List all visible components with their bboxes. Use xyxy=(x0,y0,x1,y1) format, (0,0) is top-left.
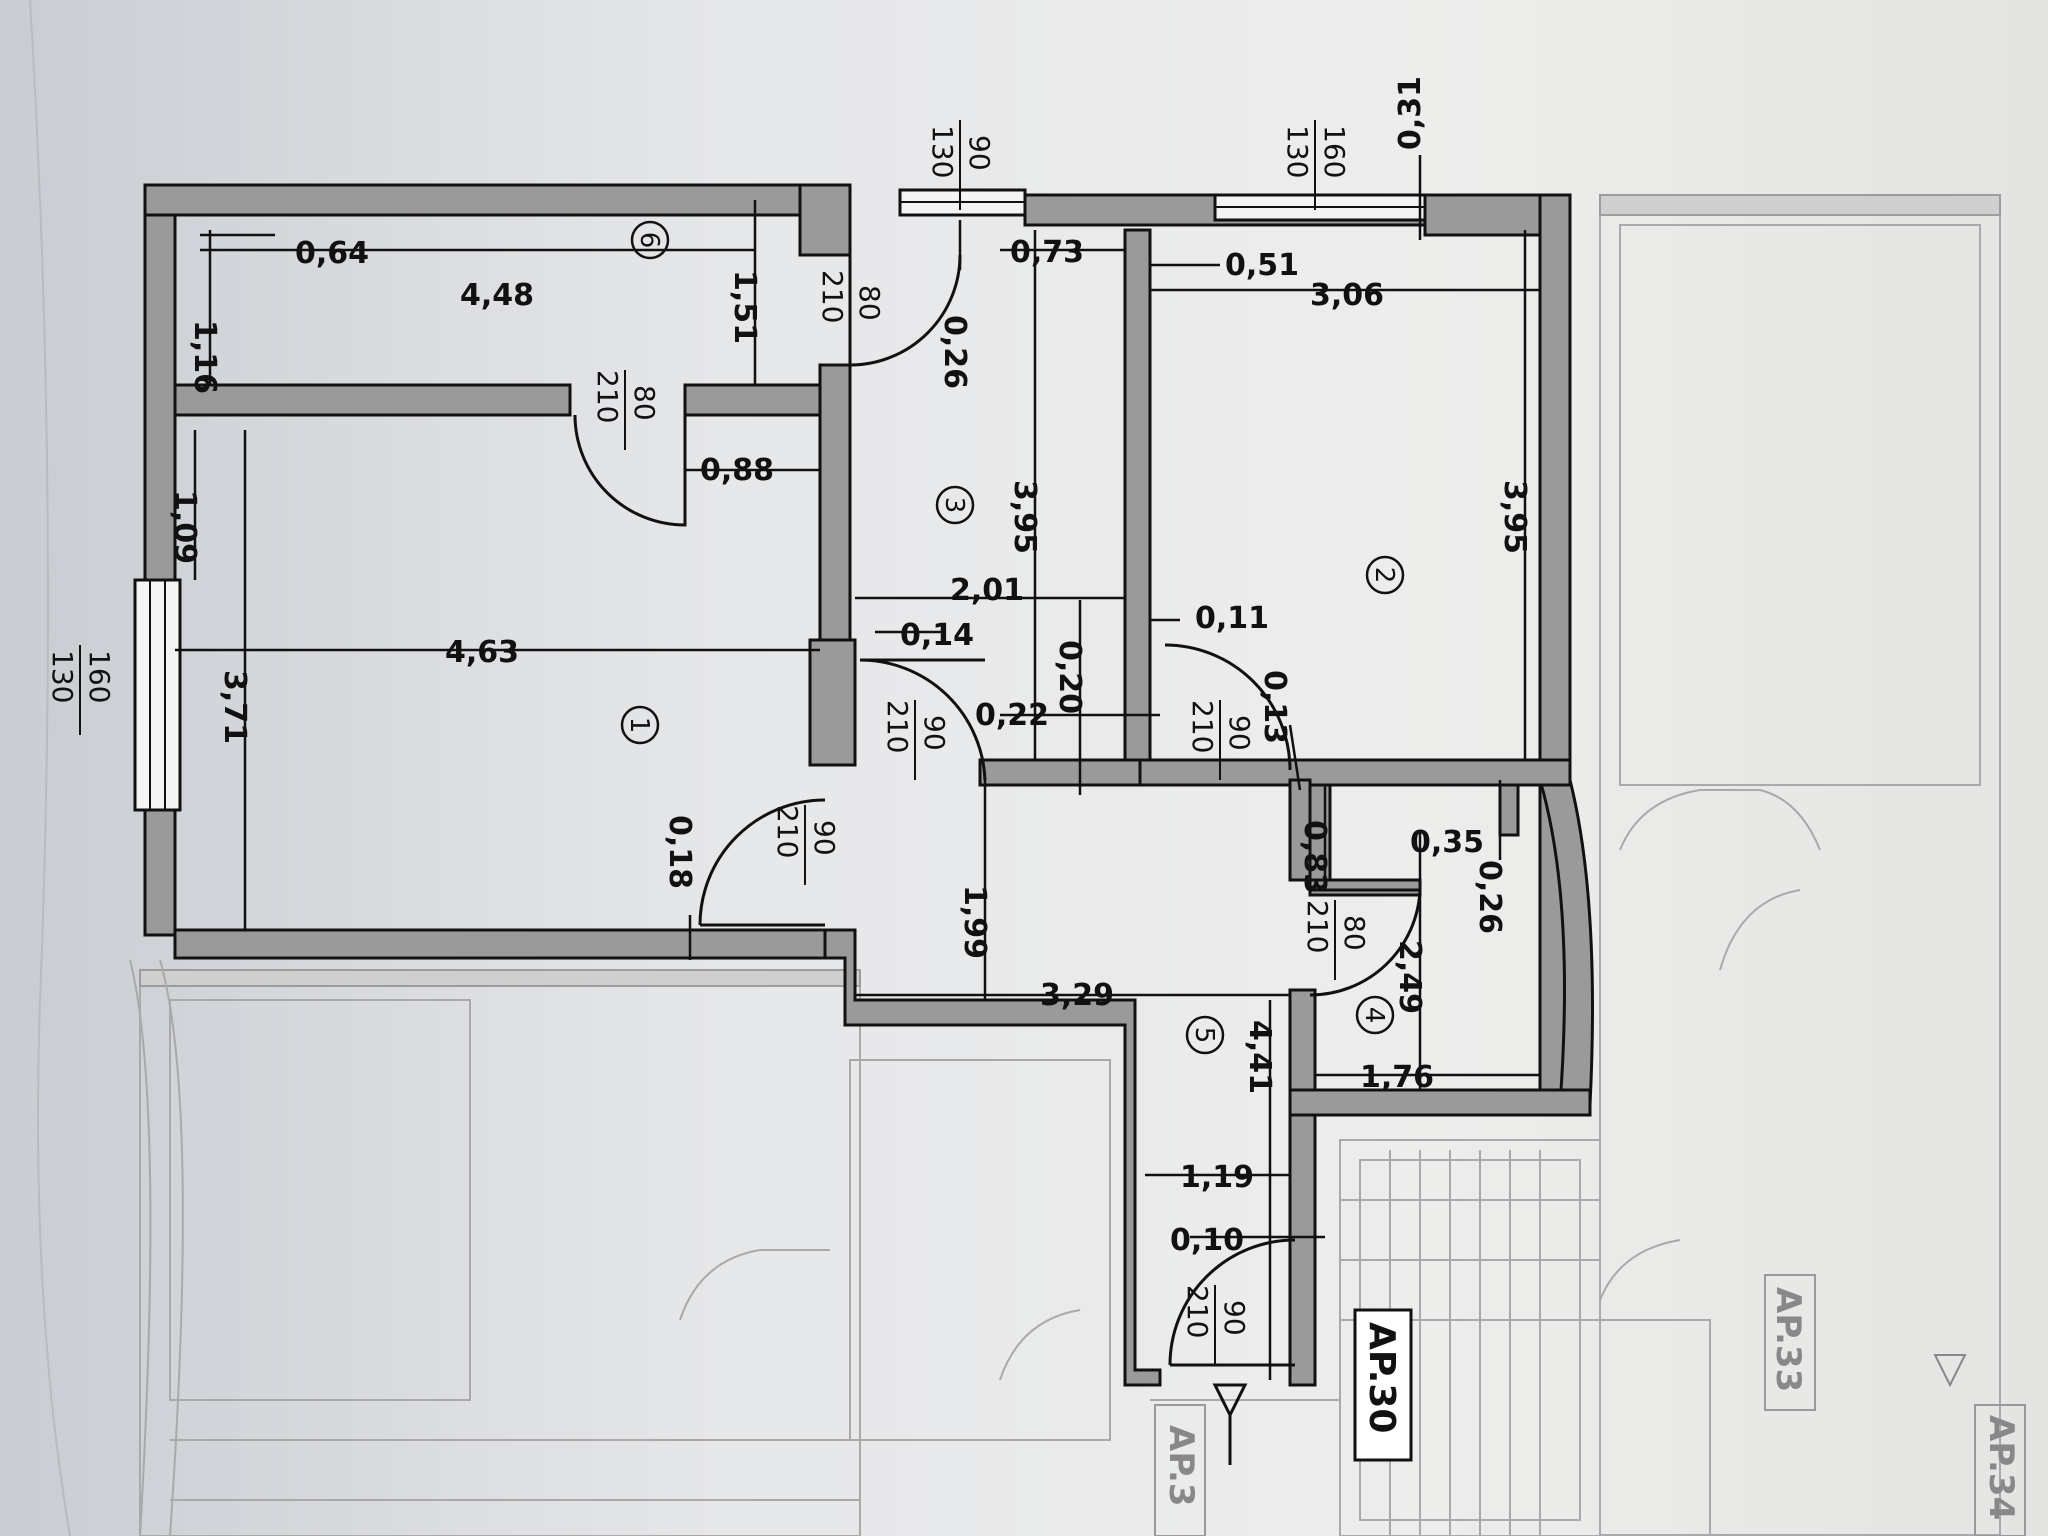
svg-text:160: 160 xyxy=(83,650,116,703)
page-fold xyxy=(29,0,71,1536)
dim-3-29: 3,29 xyxy=(1040,978,1114,1013)
dim-0-11: 0,11 xyxy=(1195,601,1269,636)
svg-text:210: 210 xyxy=(1181,1285,1214,1338)
dim-3-95-b: 3,95 xyxy=(1497,480,1532,554)
apartment-label: AP.30 xyxy=(1353,1308,1413,1462)
door-1b-fraction: 90 210 xyxy=(771,805,841,885)
dim-0-31: 0,31 xyxy=(1393,76,1428,150)
dim-3-71: 3,71 xyxy=(217,670,252,744)
dim-0-20: 0,20 xyxy=(1052,640,1087,714)
window-top-right-fraction: 160 130 xyxy=(1281,120,1351,210)
dim-3-95-a: 3,95 xyxy=(1007,480,1042,554)
window-top-left-fraction: 90 130 xyxy=(926,120,996,210)
svg-text:80: 80 xyxy=(628,385,661,421)
dim-1-76: 1,76 xyxy=(1360,1060,1434,1095)
doors xyxy=(573,254,1967,1465)
svg-text:90: 90 xyxy=(1218,1300,1251,1336)
dim-0-18: 0,18 xyxy=(662,815,697,889)
door-1a-fraction: 80 210 xyxy=(591,370,661,450)
walls xyxy=(143,183,1594,1387)
windows xyxy=(133,188,1427,812)
room-3-label: 3 xyxy=(939,497,969,514)
svg-text:160: 160 xyxy=(1318,125,1351,178)
dim-2-49: 2,49 xyxy=(1392,940,1427,1014)
room-5-label: 5 xyxy=(1189,1027,1219,1044)
neighbour-labels: AP.3 AP.33 AP.34 xyxy=(1154,1274,2026,1536)
dim-4-48: 4,48 xyxy=(460,278,534,313)
svg-text:80: 80 xyxy=(1338,915,1371,951)
dim-0-64: 0,64 xyxy=(295,236,369,271)
dim-1-19: 1,19 xyxy=(1180,1160,1254,1195)
svg-text:210: 210 xyxy=(591,370,624,423)
dim-1-99: 1,99 xyxy=(957,885,992,959)
dimension-lines xyxy=(175,155,1540,1380)
dim-0-73: 0,73 xyxy=(1010,235,1084,270)
svg-text:210: 210 xyxy=(771,805,804,858)
dim-0-22: 0,22 xyxy=(975,698,1049,733)
dim-4-63: 4,63 xyxy=(445,635,519,670)
neighbour-label-ap3: AP.3 xyxy=(1161,1425,1201,1507)
svg-text:210: 210 xyxy=(1186,700,1219,753)
room-4-label: 4 xyxy=(1359,1007,1389,1024)
room-6-label: 6 xyxy=(634,232,664,249)
dim-2-01: 2,01 xyxy=(950,573,1024,608)
door-3-fraction: 90 210 xyxy=(881,700,951,780)
dim-0-35: 0,35 xyxy=(1410,825,1484,860)
apartment-number: AP.30 xyxy=(1361,1322,1402,1433)
dim-0-14: 0,14 xyxy=(900,618,974,653)
svg-text:210: 210 xyxy=(816,270,849,323)
svg-text:130: 130 xyxy=(46,650,79,703)
svg-text:90: 90 xyxy=(1223,715,1256,751)
neighbour-label-ap33: AP.33 xyxy=(1768,1287,1808,1392)
dim-0-88: 0,88 xyxy=(700,453,774,488)
room-numbers: 6 1 3 2 4 5 xyxy=(620,220,1405,1055)
window-left-fraction: 160 130 xyxy=(46,645,116,735)
svg-text:80: 80 xyxy=(853,285,886,321)
svg-text:130: 130 xyxy=(926,125,959,178)
room-2-label: 2 xyxy=(1369,567,1399,584)
dim-0-51: 0,51 xyxy=(1225,248,1299,283)
door-6-fraction: 80 210 xyxy=(816,270,886,350)
dim-1-09: 1,09 xyxy=(167,490,202,564)
dim-3-06: 3,06 xyxy=(1310,278,1384,313)
room-1-label: 1 xyxy=(624,717,654,734)
svg-text:210: 210 xyxy=(1301,900,1334,953)
svg-text:90: 90 xyxy=(963,135,996,171)
door-4-fraction: 80 210 xyxy=(1301,900,1371,980)
svg-text:90: 90 xyxy=(808,820,841,856)
svg-text:210: 210 xyxy=(881,700,914,753)
door-entry-fraction: 90 210 xyxy=(1181,1285,1251,1365)
svg-text:90: 90 xyxy=(918,715,951,751)
dimension-labels: 0,64 4,48 1,16 1,51 0,26 0,73 0,51 3,06 … xyxy=(167,76,1532,1258)
door-2-fraction: 90 210 xyxy=(1186,700,1256,780)
dim-0-26-b: 0,26 xyxy=(1472,860,1507,934)
dim-1-16: 1,16 xyxy=(187,320,222,394)
dim-0-83: 0,83 xyxy=(1297,820,1332,894)
dim-4-41: 4,41 xyxy=(1242,1020,1277,1094)
dim-0-13: 0,13 xyxy=(1257,670,1292,744)
svg-text:130: 130 xyxy=(1281,125,1314,178)
opening-fractions: 90 130 160 130 160 130 80 210 80 210 90 … xyxy=(46,120,1371,1365)
dim-1-51: 1,51 xyxy=(727,270,762,344)
neighbour-label-ap34: AP.34 xyxy=(1981,1415,2021,1520)
neighbour-plan xyxy=(129,194,2001,1536)
dim-0-10: 0,10 xyxy=(1170,1223,1244,1258)
dim-0-26-a: 0,26 xyxy=(937,315,972,389)
